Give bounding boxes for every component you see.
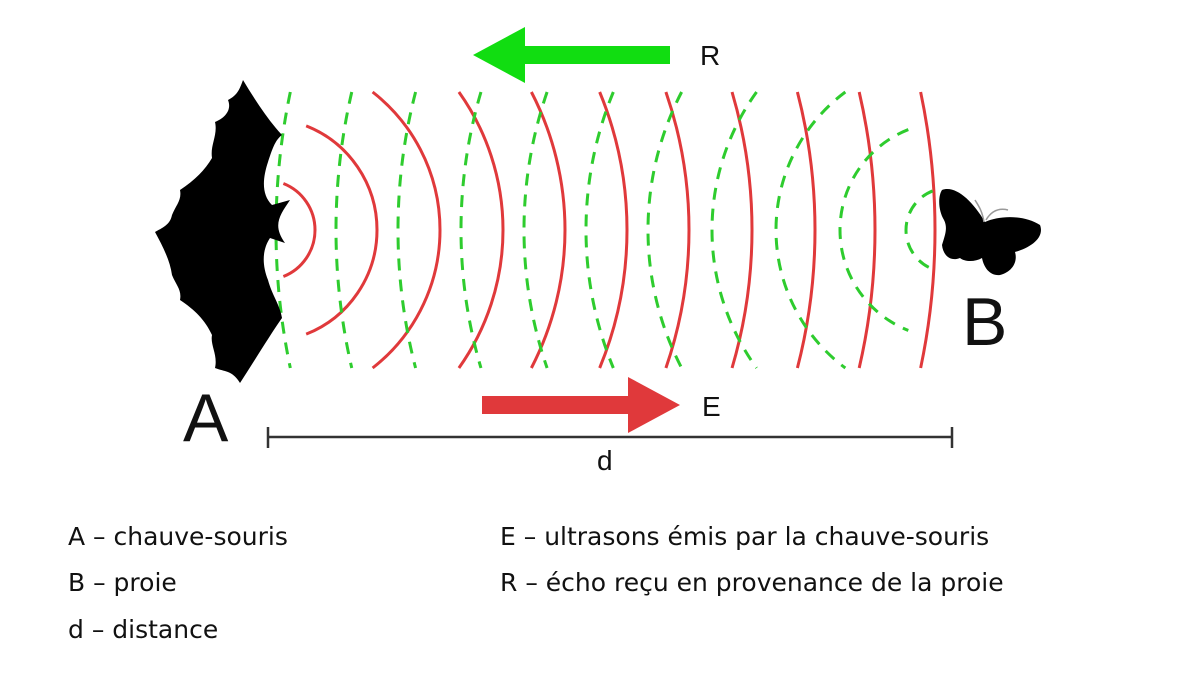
legend-item: A – chauve-souris <box>68 522 288 551</box>
echo-wave <box>584 91 615 369</box>
legend-item: B – proie <box>68 568 177 597</box>
emitted-wave <box>530 91 567 369</box>
legend-item: R – écho reçu en provenance de la proie <box>500 568 1004 597</box>
emitted-wave <box>598 91 629 369</box>
label-echo: R <box>700 40 721 71</box>
label-emission: E <box>702 391 721 422</box>
distance-line <box>266 427 954 448</box>
emitted-waves <box>282 90 937 370</box>
label-distance: d <box>597 445 613 476</box>
legend-item: d – distance <box>68 615 219 644</box>
butterfly-icon <box>939 189 1041 276</box>
echo-arrow <box>473 27 670 83</box>
echo-wave <box>904 189 934 271</box>
emitted-wave <box>795 91 817 369</box>
echo-wave <box>774 90 847 370</box>
echo-wave <box>334 91 354 369</box>
echo-wave <box>522 91 549 369</box>
emitted-wave <box>919 91 937 369</box>
emitted-wave <box>305 124 379 336</box>
echo-waves <box>274 90 934 370</box>
echo-wave <box>274 91 292 369</box>
label-bat: A <box>183 380 229 456</box>
echo-wave <box>396 91 418 369</box>
bat-icon <box>155 80 290 383</box>
echo-wave <box>459 91 483 369</box>
echo-wave <box>838 128 909 332</box>
emitted-wave <box>371 90 442 370</box>
legend-item: E – ultrasons émis par la chauve-souris <box>500 522 990 551</box>
emitted-wave <box>664 91 691 369</box>
emitted-wave <box>457 91 505 369</box>
echo-wave <box>710 91 758 369</box>
emitted-wave <box>857 91 877 369</box>
emitted-wave <box>730 91 754 369</box>
emitted-wave <box>282 182 317 278</box>
label-prey: B <box>962 284 1008 360</box>
emission-arrow <box>482 377 680 433</box>
